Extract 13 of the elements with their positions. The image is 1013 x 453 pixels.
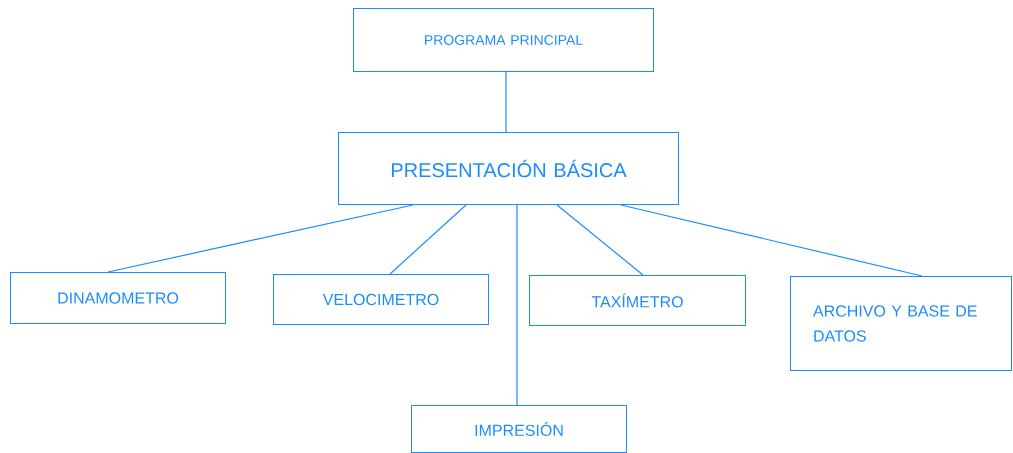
connector-line [389, 204, 467, 275]
connector-line [516, 204, 518, 406]
process-box: TAXÍMETRO [529, 275, 746, 326]
connector-line [556, 204, 644, 276]
connector-line [107, 204, 414, 273]
connector-line [505, 71, 507, 133]
process-box: DINAMOMETRO [10, 272, 226, 324]
process-box: IMPRESIÓN [411, 405, 627, 453]
process-box: PRESENTACIÓN BÁSICA [338, 132, 679, 205]
process-box: PROGRAMA PRINCIPAL [353, 8, 654, 72]
process-box: ARCHIVO Y BASE DE DATOS [790, 276, 1012, 371]
process-box: VELOCIMETRO [273, 274, 489, 325]
connector-line [620, 204, 923, 277]
